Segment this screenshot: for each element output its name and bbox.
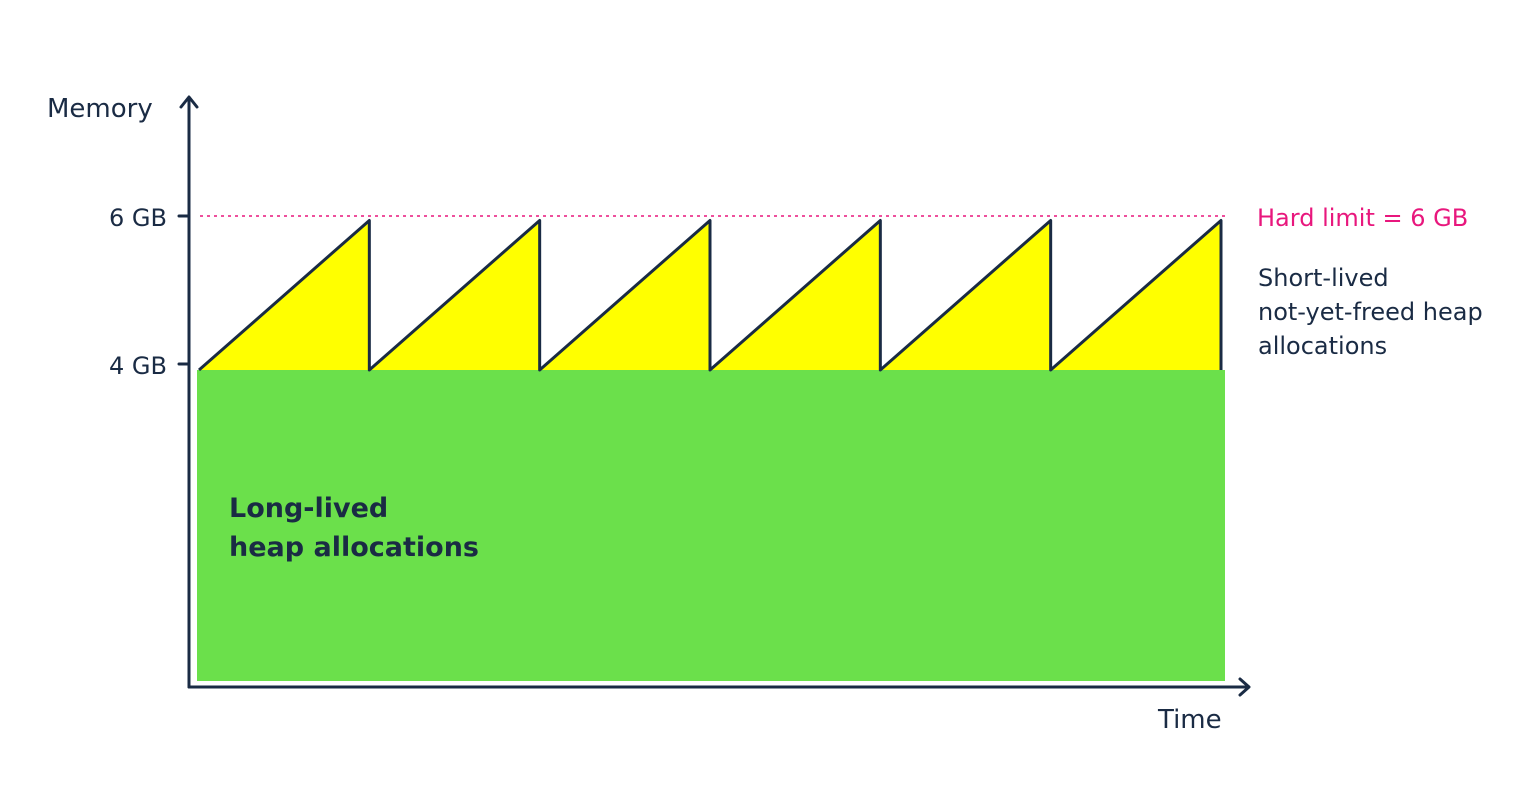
- x-axis-arrow: [1238, 677, 1251, 697]
- short-lived-label-line-2: not-yet-freed heap: [1258, 298, 1483, 326]
- short-lived-sawtooth: [198, 218, 1223, 372]
- short-lived-label-line-1: Short-lived: [1258, 264, 1389, 292]
- y-tick-label-6gb: 6 GB: [109, 204, 167, 232]
- y-axis-arrow: [179, 95, 199, 109]
- short-lived-label-line-3: allocations: [1258, 332, 1387, 360]
- x-axis-label: Time: [1157, 705, 1222, 735]
- long-lived-label-line-2: heap allocations: [229, 532, 479, 563]
- y-tick-label-4gb: 4 GB: [109, 352, 167, 380]
- axes: [177, 95, 1251, 697]
- hard-limit-label: Hard limit = 6 GB: [1257, 204, 1468, 232]
- y-axis-label: Memory: [47, 94, 153, 124]
- long-lived-label-line-1: Long-lived: [229, 493, 388, 524]
- sawtooth-outline: [198, 218, 1223, 372]
- long-lived-region: [197, 370, 1225, 681]
